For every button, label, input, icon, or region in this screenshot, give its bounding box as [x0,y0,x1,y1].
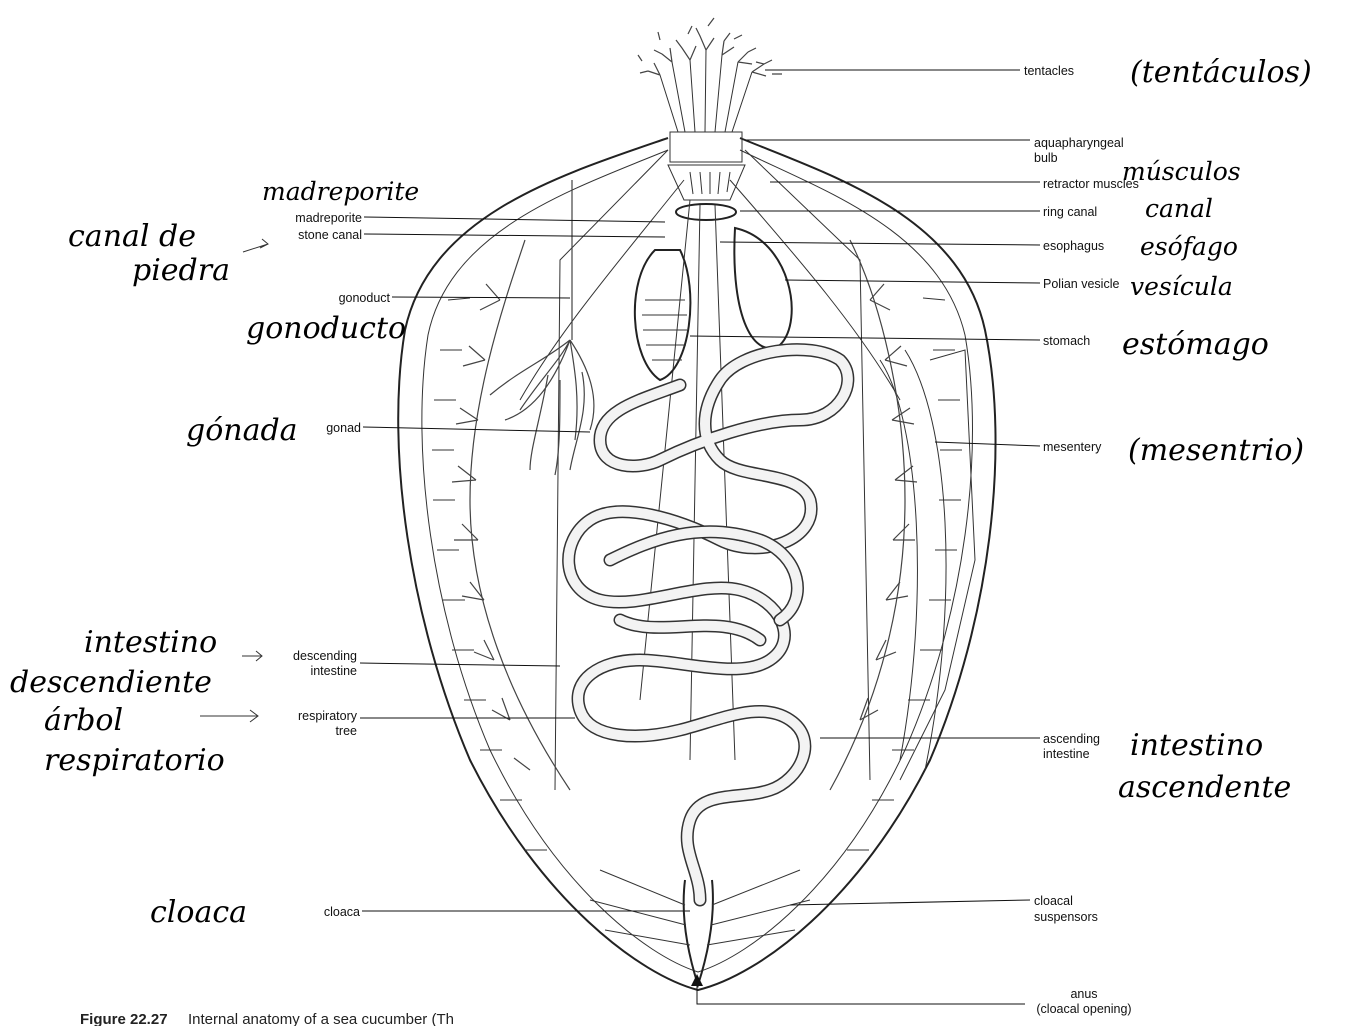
label-cloaca: cloaca [324,905,360,919]
label-stone-canal: stone canal [298,228,362,242]
intestine-drawing [569,350,975,900]
label-anus: anus [1070,987,1097,1001]
respiratory-tree-drawing [452,240,917,790]
label-tentacles: tentacles [1024,64,1074,78]
hw-intestino-descendiente-2: descendiente [10,665,212,700]
hw-cloaca: cloaca [150,895,247,930]
label-ring-canal: ring canal [1043,205,1097,219]
label-gonoduct: gonoduct [339,291,391,305]
hw-intestino-ascendente-2: ascendente [1118,770,1291,805]
label-descending: descending [293,649,357,663]
label-descending-intestine: intestine [310,664,357,678]
hw-mesenterio: (mesentrio) [1128,433,1304,468]
label-cloacal-opening: (cloacal opening) [1036,1002,1131,1016]
hw-tentaculos: (tentáculos) [1130,55,1312,90]
printed-labels-right: tentacles aquapharyngeal bulb retractor … [1024,64,1139,1016]
hw-respiratorio: respiratorio [44,743,225,778]
hw-canal: canal [1145,194,1213,223]
hw-arbol: árbol [44,703,123,738]
label-mesentery: mesentery [1043,440,1102,454]
label-stomach: stomach [1043,334,1090,348]
hw-canal-de: canal de [68,219,196,254]
hw-madreporite: madreporite [262,177,419,206]
figure-caption: Figure 22.27 Internal anatomy of a sea c… [80,1011,454,1026]
hw-estomago: estómago [1122,327,1269,362]
hw-intestino-descendiente-1: intestino [84,625,217,660]
label-ascending: ascending [1043,732,1100,746]
esophagus-stomach-drawing [635,250,691,380]
hw-gonada: gónada [186,413,298,448]
hw-piedra: piedra [132,253,230,288]
caption-text: Internal anatomy of a sea cucumber (Th [188,1011,454,1026]
label-gonad: gonad [326,421,361,435]
hw-intestino-ascendente-1: intestino [1130,728,1263,763]
label-ascending-intestine: intestine [1043,747,1090,761]
hw-esofago: esófago [1140,232,1238,261]
label-cloacal: cloacal [1034,894,1073,908]
label-cloacal-suspensors: suspensors [1034,910,1098,924]
hw-musculos: músculos [1122,157,1241,186]
hw-gonoducto: gonoducto [246,311,406,346]
tentacles-drawing [638,18,782,220]
label-bulb: bulb [1034,151,1058,165]
label-esophagus: esophagus [1043,239,1104,253]
polian-vesicle-drawing [734,228,791,348]
label-polian-vesicle: Polian vesicle [1043,277,1119,291]
label-respiratory: respiratory [298,709,358,723]
label-aquapharyngeal: aquapharyngeal [1034,136,1124,150]
hw-vesicula: vesícula [1130,272,1233,301]
label-madreporite: madreporite [295,211,362,225]
label-respiratory-tree: tree [335,724,357,738]
caption-figure-number: Figure 22.27 [80,1011,168,1026]
